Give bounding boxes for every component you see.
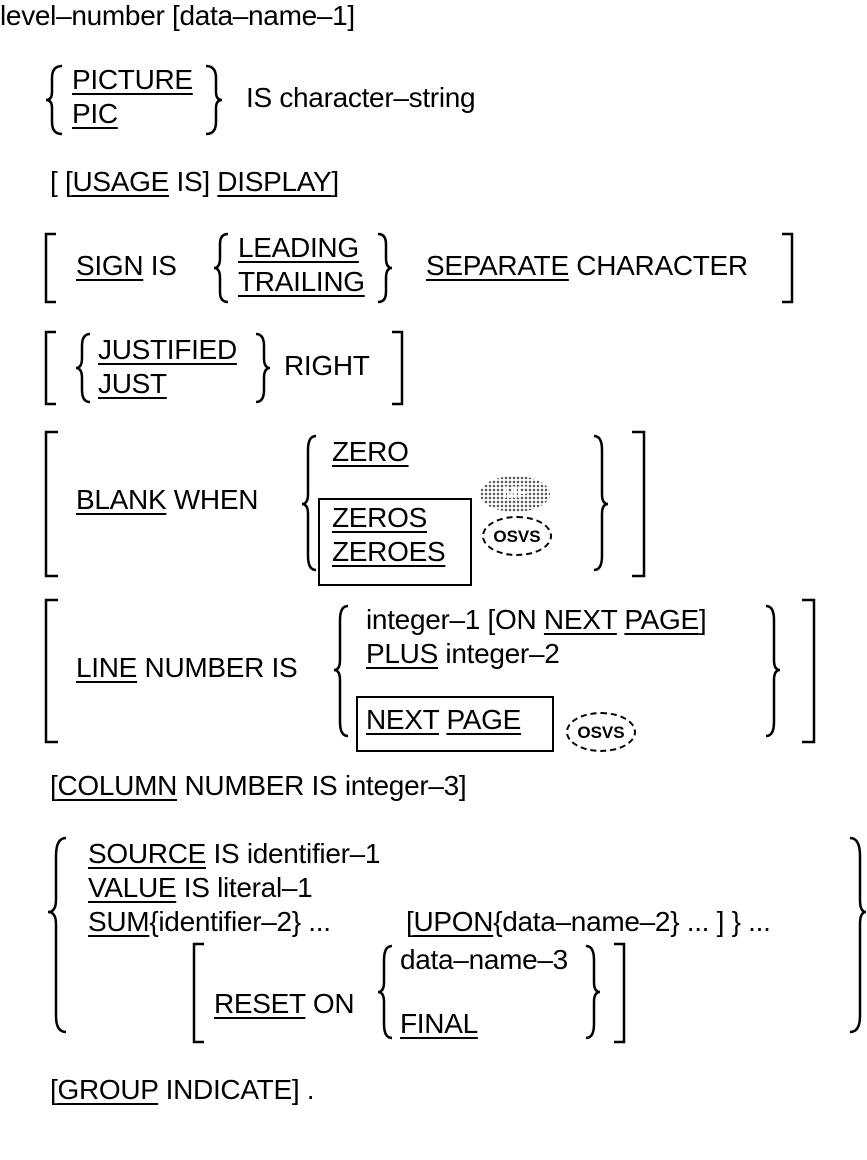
source-rest: IS identifier–1 xyxy=(206,838,381,869)
value-keyword: VALUE xyxy=(88,872,177,903)
when-word: WHEN xyxy=(166,484,259,515)
sign-keyword: SIGN xyxy=(76,250,144,281)
data-name-3-text: data–name–3 xyxy=(400,944,568,975)
zero-keyword: ZERO xyxy=(332,436,409,467)
source-keyword: SOURCE xyxy=(88,838,206,869)
osvs-badge: OSVS xyxy=(482,516,552,556)
upon-rest: {data–name–2} ... ] } ... xyxy=(493,906,771,937)
pic-keyword: PIC xyxy=(72,98,118,129)
column-keyword: COLUMN xyxy=(57,770,178,801)
next-keyword: NEXT xyxy=(543,604,617,635)
trailing-keyword: TRAILING xyxy=(238,266,365,297)
plus-keyword: PLUS xyxy=(366,638,438,669)
is-character-string: IS character–string xyxy=(246,82,476,113)
column-rest: NUMBER IS integer–3] xyxy=(177,770,467,801)
sign-text: SIGN IS xyxy=(76,252,177,280)
level-number-text: level–number xyxy=(0,0,165,31)
usage-open-bracket: [ [ xyxy=(50,166,73,197)
zeros-keyword: ZEROS xyxy=(332,502,427,533)
sign-is: IS xyxy=(143,250,177,281)
picture-keyword: PICTURE xyxy=(72,64,193,95)
next-page-line: NEXT PAGE xyxy=(366,706,521,734)
on-word: ON xyxy=(305,988,355,1019)
just-keyword: JUST xyxy=(98,368,167,399)
integer-2-text: integer–2 xyxy=(437,638,560,669)
usage-clause: [ [USAGE IS] DISPLAY] xyxy=(50,168,339,196)
display-keyword: DISPLAY xyxy=(217,166,332,197)
np-page-keyword: PAGE xyxy=(446,704,521,735)
integer-1-close: ] xyxy=(698,604,707,635)
column-clause: [COLUMN NUMBER IS integer–3] xyxy=(50,770,467,801)
plus-line: PLUS integer–2 xyxy=(366,640,560,668)
sum-keyword: SUM xyxy=(88,906,150,937)
right-word: RIGHT xyxy=(284,350,370,381)
group-open-bracket: [ xyxy=(50,1074,58,1105)
zeros-box xyxy=(318,498,472,586)
sum-line: SUM{identifier–2} ... xyxy=(88,908,331,936)
justified-keyword: JUSTIFIED xyxy=(98,334,237,365)
group-keyword: GROUP xyxy=(57,1074,159,1105)
page-keyword: PAGE xyxy=(624,604,699,635)
value-rest: IS literal–1 xyxy=(176,872,313,903)
mf-badge: MF xyxy=(480,476,550,512)
osvs-badge-2: OSVS xyxy=(566,712,636,752)
blank-keyword: BLANK xyxy=(76,484,167,515)
usage-close-bracket: ] xyxy=(331,166,339,197)
group-rest: INDICATE] . xyxy=(158,1074,315,1105)
upon-open-bracket: [ xyxy=(406,906,414,937)
separate-character: SEPARATE CHARACTER xyxy=(426,252,748,280)
reset-keyword: RESET xyxy=(214,988,306,1019)
zeroes-keyword: ZEROES xyxy=(332,536,446,567)
group-clause: [GROUP INDICATE] . xyxy=(50,1074,315,1105)
next-page-box xyxy=(356,696,554,752)
line-number-is: LINE NUMBER IS xyxy=(76,652,298,683)
upon-line: [UPON{data–name–2} ... ] } ... xyxy=(406,908,771,936)
upon-keyword: UPON xyxy=(413,906,494,937)
line-keyword: LINE xyxy=(76,652,138,683)
integer-1-text: integer–1 [ON xyxy=(366,604,544,635)
np-next-keyword: NEXT xyxy=(366,704,439,735)
separate-keyword: SEPARATE xyxy=(426,250,569,281)
sum-rest: {identifier–2} ... xyxy=(149,906,331,937)
blank-when: BLANK WHEN xyxy=(76,486,258,514)
usage-keyword: USAGE xyxy=(72,166,169,197)
number-is: NUMBER IS xyxy=(137,652,298,683)
reset-on: RESET ON xyxy=(214,988,355,1019)
source-line: SOURCE IS identifier–1 xyxy=(88,838,381,869)
integer-1-line: integer–1 [ON NEXT PAGE] xyxy=(366,604,707,635)
value-line: VALUE IS literal–1 xyxy=(88,872,313,903)
heading-line: level–number [data–name–1] xyxy=(0,2,355,30)
final-keyword: FINAL xyxy=(400,1008,478,1039)
column-open-bracket: [ xyxy=(50,770,58,801)
character-word: CHARACTER xyxy=(568,250,748,281)
usage-is: IS] xyxy=(168,166,210,197)
leading-keyword: LEADING xyxy=(238,232,359,263)
data-name-1-text: [data–name–1] xyxy=(171,0,355,31)
